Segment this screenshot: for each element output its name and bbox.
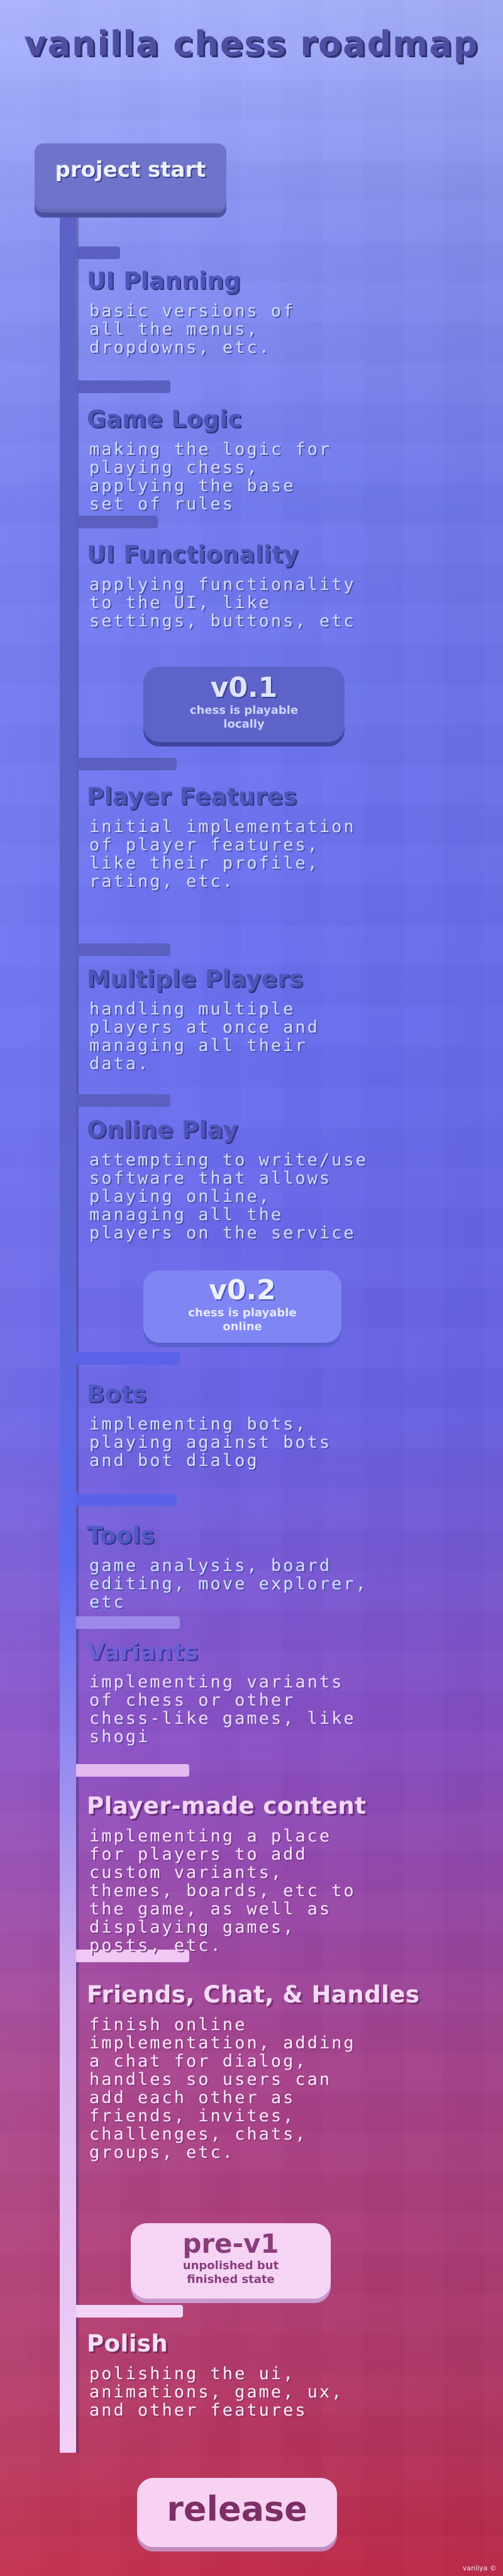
stage-title: Tools [87, 1522, 155, 1549]
milestone-version: release [167, 2489, 307, 2529]
stage-description: implementing bots, playing against bots … [89, 1414, 332, 1470]
timeline-connector [76, 1094, 170, 1107]
stage-variants: Variants implementing variants of chess … [87, 1638, 464, 1746]
stage-title: Bots [87, 1380, 147, 1407]
milestone-subtitle: chess is playable locally [189, 704, 299, 731]
milestone-v0-2: v0.2 chess is playable online [143, 1270, 341, 1343]
stage-description: making the logic for playing chess, appl… [89, 440, 332, 514]
stage-title: Online Play [87, 1116, 238, 1143]
milestone-v0-1: v0.1 chess is playable locally [143, 667, 345, 742]
stage-description: initial implementation of player feature… [89, 817, 356, 891]
stage-title: Player-made content [87, 1792, 367, 1819]
stage-tools: Tools game analysis, board editing, move… [87, 1522, 464, 1611]
stage-title: Variants [87, 1638, 199, 1665]
stage-title: Game Logic [87, 406, 242, 433]
stage-description: handling multiple players at once and ma… [89, 999, 319, 1074]
stage-ui-planning: UI Planning basic versions of all the me… [87, 267, 464, 357]
stage-game-logic: Game Logic making the logic for playing … [87, 406, 464, 513]
stage-friends-chat-handles: Friends, Chat, & Handles finish online i… [87, 1981, 464, 2162]
stage-ui-functionality: UI Functionality applying functionality … [87, 541, 464, 630]
milestone-pre-v1: pre-v1 unpolished but finished state [131, 2223, 331, 2299]
stage-description: implementing variants of chess or other … [89, 1672, 356, 1746]
stage-player-features: Player Features initial implementation o… [87, 783, 464, 891]
milestone-version: v0.2 [209, 1274, 276, 1306]
timeline-connector [76, 2305, 183, 2318]
stage-title: UI Functionality [87, 541, 299, 568]
timeline-connector [76, 1950, 189, 1962]
stage-bots: Bots implementing bots, playing against … [87, 1380, 464, 1470]
stage-title: Friends, Chat, & Handles [87, 1981, 420, 2008]
stage-polish: Polish polishing the ui, animations, gam… [87, 2330, 464, 2419]
stage-description: game analysis, board editing, move explo… [89, 1556, 368, 1612]
timeline-connector [76, 1352, 180, 1365]
milestone-version: pre-v1 [182, 2228, 279, 2259]
timeline-connector [76, 943, 170, 956]
project-start-label: project start [55, 157, 206, 182]
stage-description: basic versions of all the menus, dropdow… [89, 301, 296, 357]
timeline-connector [76, 1764, 189, 1777]
author-credit: vanilya © [462, 2564, 497, 2572]
stage-description: implementing a place for players to add … [89, 1826, 356, 1955]
milestone-release: release [137, 2478, 337, 2547]
milestone-subtitle: unpolished but finished state [182, 2259, 279, 2286]
timeline-rail [60, 208, 76, 2453]
timeline-connector [76, 1494, 177, 1506]
timeline-connector [76, 516, 158, 528]
timeline-connector [76, 247, 120, 259]
milestone-version: v0.1 [210, 672, 278, 704]
page-title: vanilla chess roadmap [24, 24, 479, 64]
stage-title: Player Features [87, 783, 297, 810]
project-start-badge: project start [35, 143, 226, 213]
stage-description: finish online implementation, adding a c… [89, 2015, 356, 2162]
stage-online-play: Online Play attempting to write/use soft… [87, 1116, 464, 1242]
stage-multiple-players: Multiple Players handling multiple playe… [87, 965, 464, 1073]
milestone-subtitle: chess is playable online [188, 1306, 297, 1333]
stage-description: applying functionality to the UI, like s… [89, 575, 356, 631]
stage-title: UI Planning [87, 267, 241, 294]
stage-player-made-content: Player-made content implementing a place… [87, 1792, 464, 1955]
timeline-connector [76, 380, 170, 393]
timeline-connector [76, 758, 177, 770]
stage-description: attempting to write/use software that al… [89, 1150, 368, 1243]
stage-description: polishing the ui, animations, game, ux, … [89, 2364, 344, 2420]
stage-title: Multiple Players [87, 965, 304, 992]
timeline-connector [76, 1616, 180, 1629]
stage-title: Polish [87, 2330, 169, 2357]
